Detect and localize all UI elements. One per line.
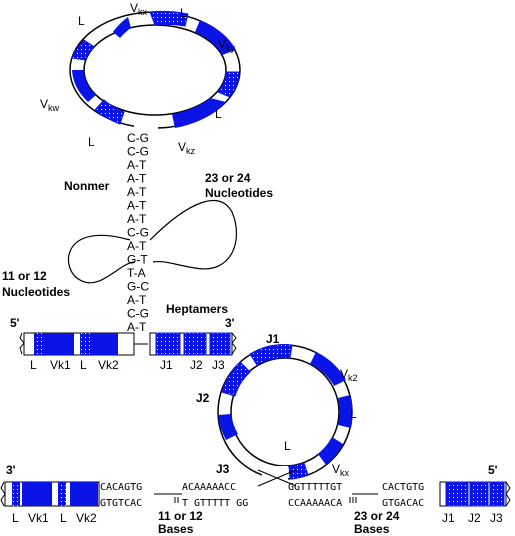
seq-top-right2: CACTGTG [382, 482, 424, 493]
lower-loop-vk2 [310, 352, 346, 386]
mid-label-l1: L [30, 358, 37, 372]
label-vky: Vky [218, 37, 236, 53]
bottom-label-vk2: Vk2 [76, 511, 97, 525]
label-heptamers: Heptamers [166, 302, 228, 316]
bottom-label-j1: J1 [442, 511, 455, 525]
lower-loop-l [288, 462, 309, 480]
seq-top-left: CACAGTG [100, 482, 142, 493]
seq-top-mid: ACAAAAACC [182, 482, 236, 493]
stem-base-pair: A-T [127, 185, 147, 199]
lower-label-vk2: Vk2 [340, 367, 358, 383]
loop-23-24 [149, 200, 238, 270]
stem-base-pair: A-T [127, 199, 147, 213]
label-nonmer: Nonmer [64, 179, 110, 193]
label-l-right: L [215, 107, 222, 121]
stem-base-pair: A-T [127, 239, 147, 253]
lower-loop-j3 [218, 414, 238, 440]
bottom-right-bar [439, 481, 511, 507]
label-l-top-left: L [78, 14, 85, 28]
stem-base-pair: G-T [127, 253, 148, 267]
label-23-24-line2: Nucleotides [205, 186, 273, 200]
lower-label-vkx: Vkx [332, 462, 350, 478]
mid-right-bar [149, 332, 237, 356]
bases-23-24-line1: 23 or 24 [354, 509, 400, 523]
lower-label-j3: J3 [216, 462, 230, 476]
label-11-12-line1: 11 or 12 [2, 269, 47, 283]
stem-base-pair: C-G [127, 145, 149, 159]
stem-base-pair: A-T [127, 158, 147, 172]
label-vkx-top: Vkx [130, 1, 148, 17]
stem-base-pair: G-C [127, 280, 149, 294]
seq-bot-mid: T GTTTTT GG [182, 498, 248, 509]
label-vkz: Vkz [178, 140, 196, 156]
label-l-lower-left: L [88, 135, 95, 149]
seq-top-right1: GGTTTTTGT [288, 482, 342, 493]
label-23-24-line1: 23 or 24 [205, 171, 251, 185]
stem-base-pair: A-T [127, 320, 147, 334]
top-loop-segment [149, 10, 189, 27]
lower-loop [217, 344, 353, 484]
mid-label-j3: J3 [212, 358, 225, 372]
top-loop-segment [217, 71, 240, 98]
bases-11-12-line2: Bases [158, 522, 194, 536]
lower-label-l: L [284, 439, 291, 453]
mid-label-l2: L [80, 358, 87, 372]
stem: C-GC-GA-TA-TA-TA-TA-TC-GA-TG-TT-AG-CA-TC… [127, 131, 149, 334]
stem-base-pair: C-G [127, 131, 149, 145]
stem-base-pair: A-T [127, 172, 147, 186]
seq-bot-left: GTGTCAC [100, 498, 142, 509]
seq-bot-right2: GTGACAC [382, 498, 424, 509]
mid-label-j2: J2 [190, 358, 203, 372]
stem-base-pair: C-G [127, 307, 149, 321]
mid-left-bar [19, 332, 148, 356]
top-loop-segment [172, 98, 226, 128]
mid-label-vk1: Vk1 [50, 358, 71, 372]
crossing-strand [257, 469, 297, 487]
top-loop-segment [113, 17, 131, 38]
label-5-prime-mid: 5' [10, 316, 20, 330]
top-loop-segment [94, 99, 125, 125]
lower-label-j2: J2 [196, 391, 210, 405]
lower-label-l-right: L [350, 407, 357, 421]
label-l-top-right: L [180, 6, 187, 20]
loop-11-12 [68, 234, 136, 284]
stem-base-pair: C-G [127, 226, 149, 240]
bottom-label-l1: L [12, 511, 19, 525]
bottom-label-j2: J2 [468, 511, 481, 525]
bases-23-24-line2: Bases [354, 522, 390, 536]
label-3-prime-mid: 3' [225, 316, 235, 330]
mid-label-j1: J1 [160, 358, 173, 372]
bottom-label-l2: L [60, 511, 67, 525]
bottom-label-j3: J3 [490, 511, 503, 525]
bottom-label-vk1: Vk1 [28, 511, 49, 525]
mid-label-vk2: Vk2 [98, 358, 119, 372]
seq-bot-right1: CCAAAAACA [288, 498, 342, 509]
bottom-left-bar [0, 481, 100, 507]
lower-loop-j1 [249, 344, 293, 366]
top-loop-segment [71, 39, 95, 61]
bottom-label-5-prime: 5' [488, 463, 498, 477]
label-11-12-line2: Nucleotides [2, 285, 70, 299]
top-loop-segment [195, 20, 236, 55]
lower-loop-j2 [221, 361, 251, 397]
bases-11-12-line1: 11 or 12 [158, 509, 203, 523]
bottom-label-3-prime: 3' [6, 463, 16, 477]
lower-label-j1: J1 [266, 332, 280, 346]
stem-base-pair: A-T [127, 212, 147, 226]
top-loop [69, 10, 241, 132]
lower-loop-vk2b [338, 395, 353, 428]
stem-base-pair: T-A [127, 266, 146, 280]
lower-loop-seg [318, 437, 343, 465]
top-loop-segment [72, 70, 96, 102]
stem-base-pair: A-T [127, 293, 147, 307]
label-vkw: Vkw [40, 97, 60, 113]
